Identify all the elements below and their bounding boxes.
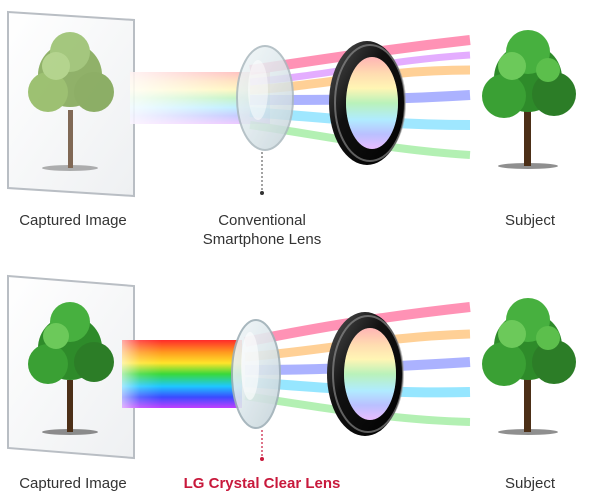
optics-illustration <box>7 10 576 198</box>
captured-image-label: Captured Image <box>19 475 127 492</box>
tree-icon <box>28 302 114 435</box>
lens-label-line1: Conventional <box>218 212 306 229</box>
optics-illustration <box>7 274 576 461</box>
diagram-conventional: Captured Image Conventional Smartphone L… <box>0 0 600 250</box>
lens-icon <box>236 45 294 151</box>
subject-tree-icon <box>482 298 576 435</box>
tree-icon <box>28 32 114 171</box>
light-beam-vivid <box>122 340 242 408</box>
lens-label-line2: Smartphone Lens <box>202 231 322 248</box>
diagram-lg-crystal: Captured Image LG Crystal Clear Lens Sub… <box>0 262 600 502</box>
subject-label: Subject <box>504 212 556 229</box>
lens-pointer <box>260 430 264 461</box>
captured-image-label: Captured Image <box>19 212 127 229</box>
lens-pointer <box>260 152 264 195</box>
lens-icon <box>231 319 281 429</box>
lens-label: LG Crystal Clear Lens <box>183 475 341 492</box>
subject-tree-icon <box>482 30 576 169</box>
camera-ring-icon <box>329 41 406 165</box>
subject-label: Subject <box>504 475 556 492</box>
camera-ring-icon <box>327 312 404 436</box>
